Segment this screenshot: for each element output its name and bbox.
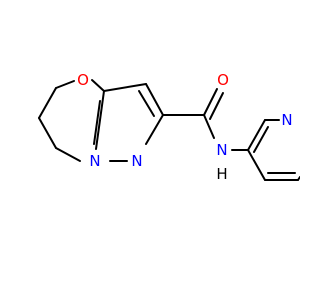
atom-o-ring: O <box>77 71 89 89</box>
bond-pyr-c4-c5 <box>247 149 266 181</box>
bond-pyr-c4-c3-inner <box>253 126 269 153</box>
bond-ch2-nbridge <box>55 147 81 162</box>
atom-n-amide: N <box>216 141 227 159</box>
atom-o-carbonyl: O <box>217 71 229 89</box>
bond-c3-c2 <box>145 83 164 116</box>
bond-carbonyl-namide <box>203 114 215 139</box>
molecule-canvas: O N N O N H N <box>38 71 301 183</box>
molecule-structure: O N N O N H N <box>38 71 301 183</box>
bond-ch2-ch2-lower <box>38 117 57 149</box>
atom-n-bridge: N <box>89 152 100 170</box>
bond-co-double-a <box>203 88 218 116</box>
atom-h-amide: H <box>216 165 227 183</box>
bond-pyr-c6-edge <box>297 176 301 181</box>
bond-ch2-ch2-upper <box>38 87 57 119</box>
bond-c3a-c3 <box>103 83 147 92</box>
atom-n-pyridine: N <box>281 111 292 129</box>
bond-c3-c2-inner <box>138 90 155 117</box>
bond-c3a-nbridge-inner <box>93 100 101 145</box>
bond-c3a-nbridge <box>95 90 105 150</box>
bond-ch2-oring <box>55 80 75 89</box>
atom-label-group: O N N O N H N <box>77 71 293 183</box>
bond-group <box>38 79 301 181</box>
bond-pyr-c4-c3 <box>247 119 266 151</box>
bond-co-double-b <box>209 92 224 120</box>
atom-n-pyrazole: N <box>131 152 142 170</box>
bond-c2-npyrazole <box>145 114 164 145</box>
bond-oring-c3a <box>91 79 105 92</box>
